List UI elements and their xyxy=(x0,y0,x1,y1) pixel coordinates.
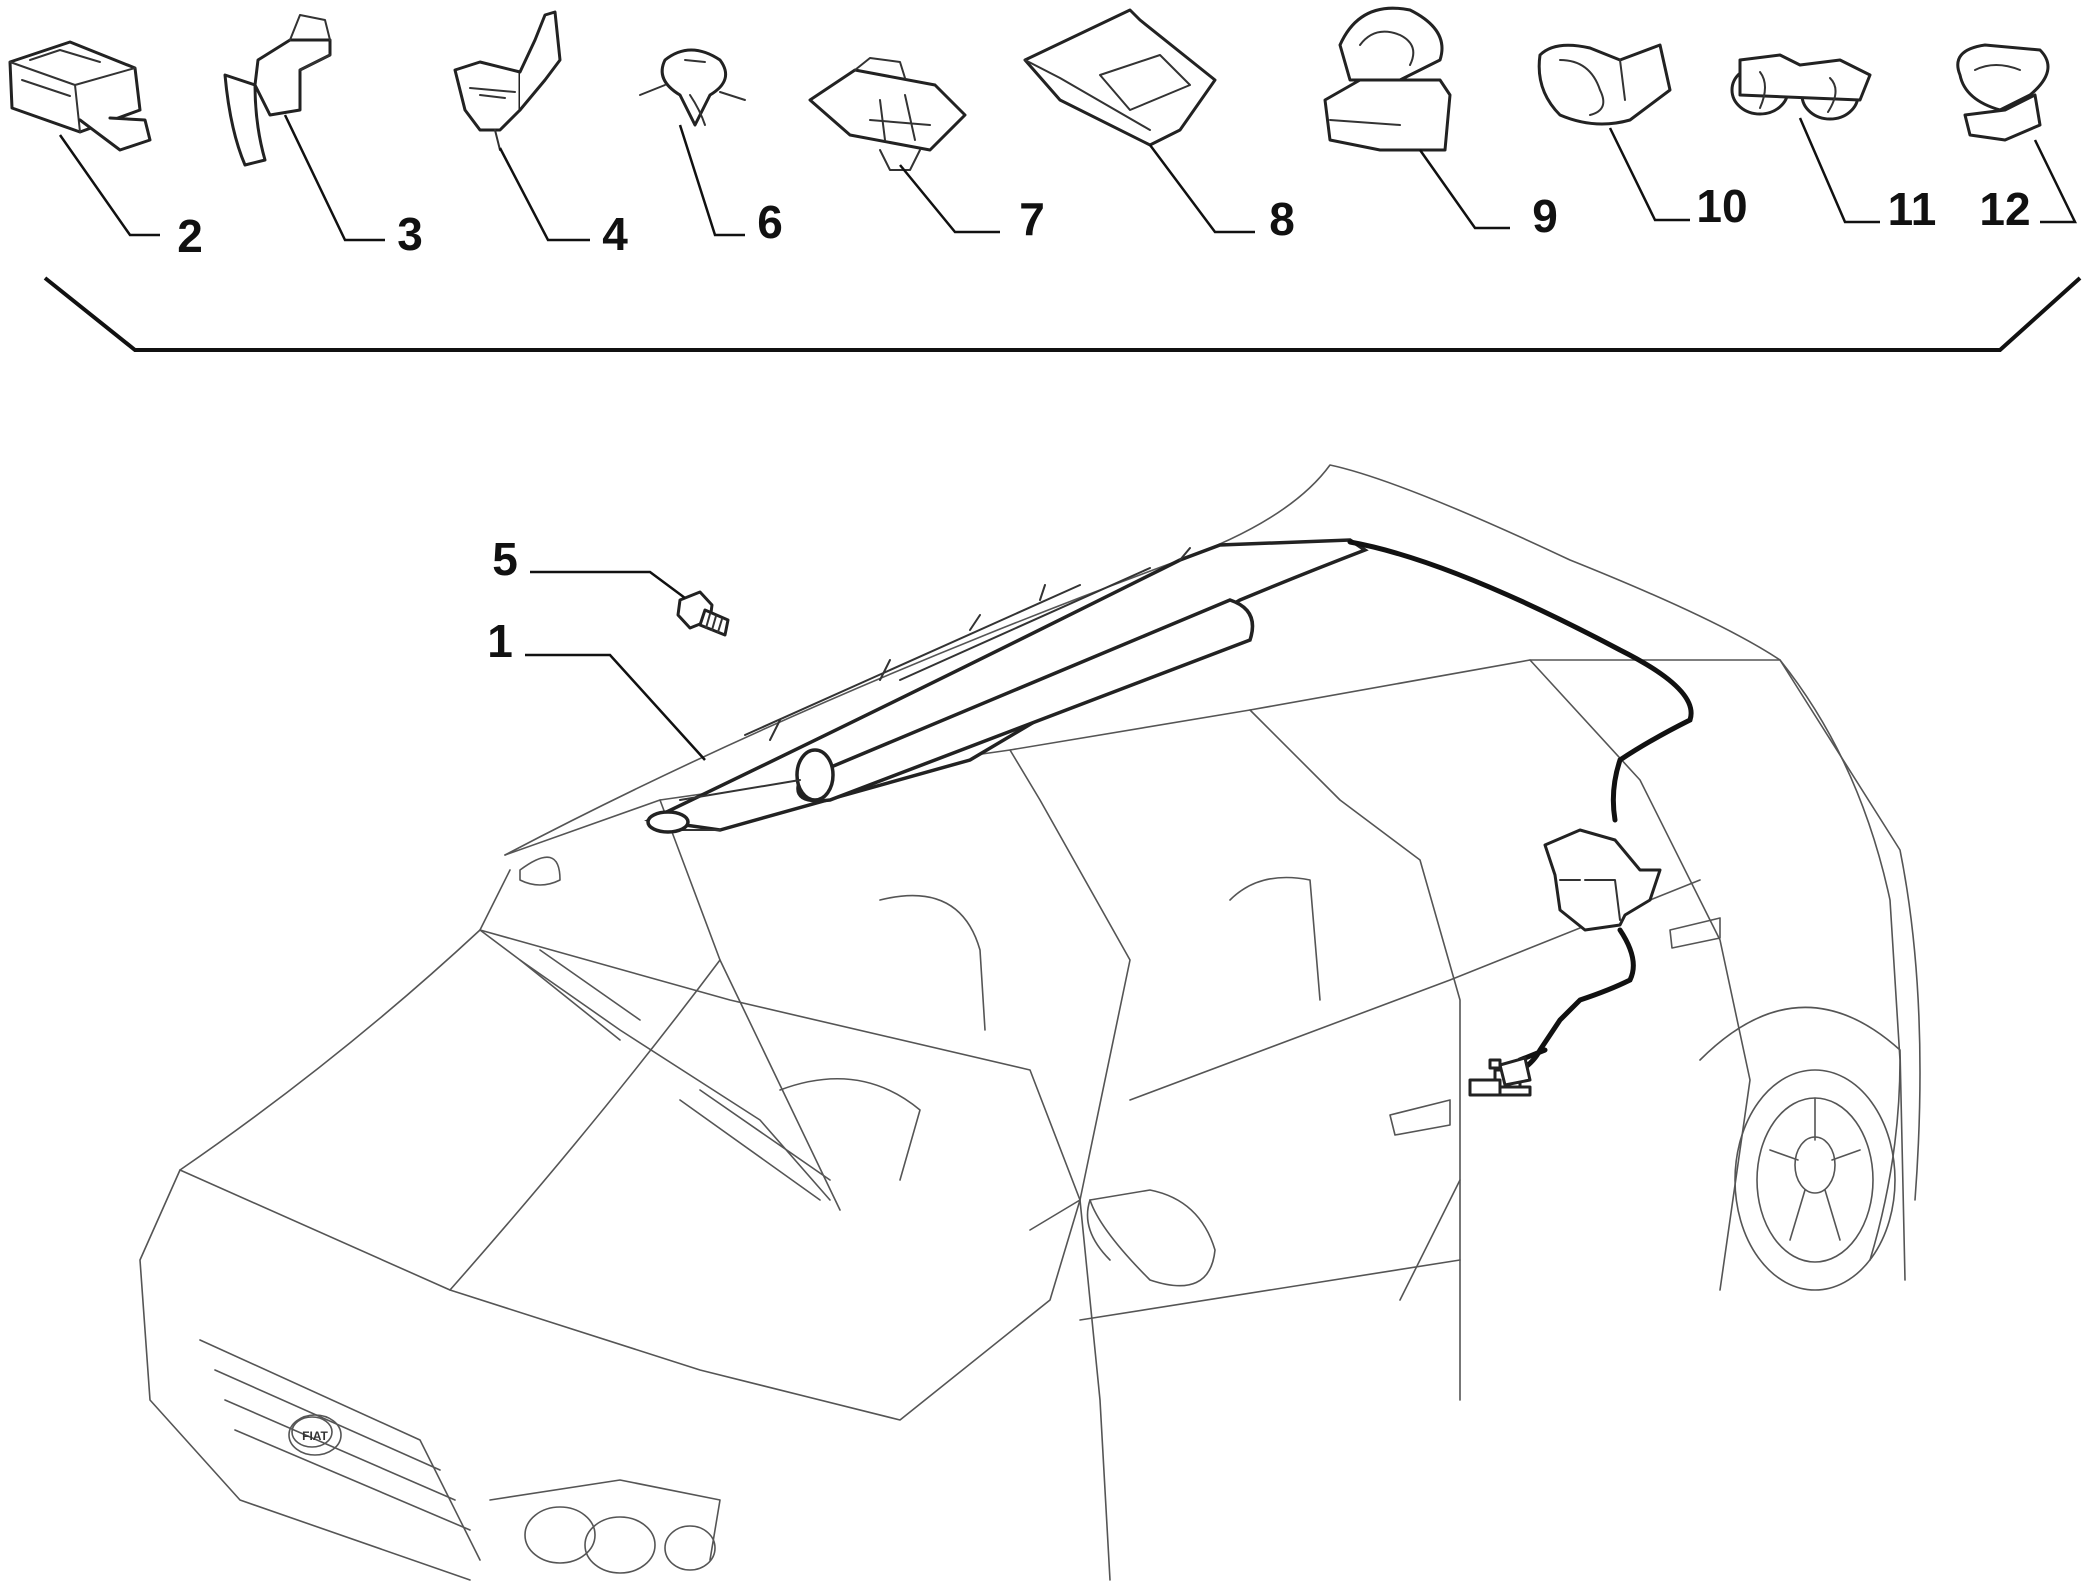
leader-1 xyxy=(525,653,706,761)
leader-5 xyxy=(530,570,686,600)
part-9-clip xyxy=(1323,6,1452,152)
car-outline xyxy=(139,464,1921,1581)
part-12-clip xyxy=(1956,43,2050,142)
part-4-holder xyxy=(453,10,562,151)
part-11-clamp xyxy=(1730,53,1872,121)
callout-12: 12 xyxy=(1979,183,2030,235)
airbag-wiring-harness xyxy=(1347,539,1694,1097)
callout-1: 1 xyxy=(487,615,513,667)
callout-3: 3 xyxy=(397,208,423,260)
callout-11: 11 xyxy=(1888,183,1937,235)
curtain-airbag xyxy=(644,538,1369,834)
part-3-bracket xyxy=(223,14,332,167)
part-10-clamp xyxy=(1537,43,1672,126)
hood-badge-text: FIAT xyxy=(302,1429,328,1443)
part-7-clip xyxy=(808,57,967,171)
callout-5: 5 xyxy=(492,533,518,585)
callout-2: 2 xyxy=(177,210,203,262)
part-5-screw xyxy=(676,590,730,637)
part-6-clip xyxy=(639,48,746,127)
group-bracket xyxy=(43,276,2082,352)
callout-9: 9 xyxy=(1532,190,1558,242)
top-leader-lines xyxy=(58,114,2078,242)
part-8-pad xyxy=(1023,8,1217,147)
callout-8: 8 xyxy=(1269,193,1295,245)
callout-4: 4 xyxy=(602,208,628,260)
callout-6: 6 xyxy=(757,196,783,248)
callout-7: 7 xyxy=(1019,193,1045,245)
callout-10: 10 xyxy=(1696,180,1747,232)
part-2-clip xyxy=(8,40,152,152)
